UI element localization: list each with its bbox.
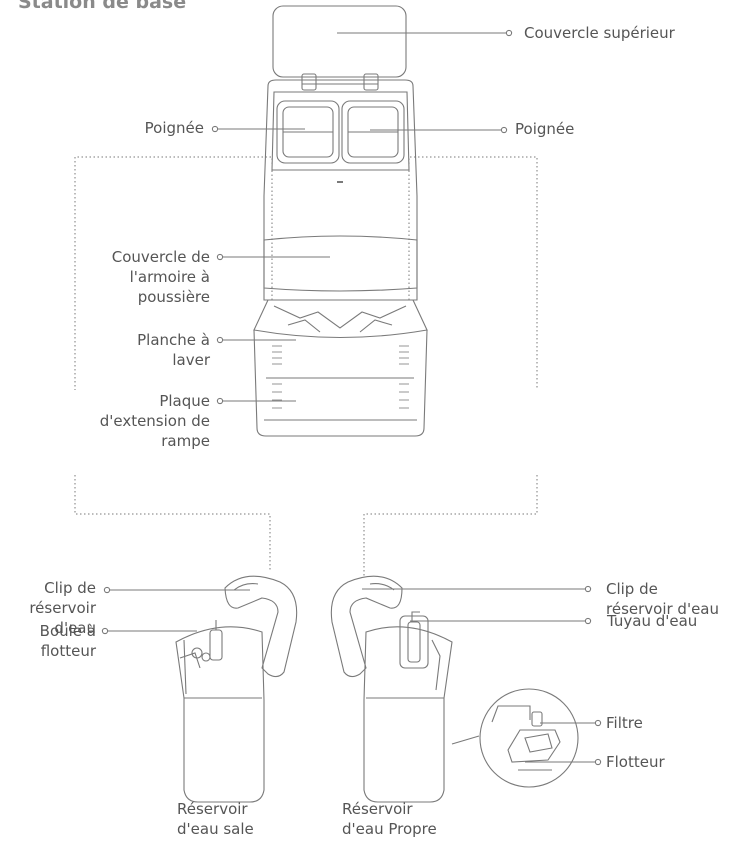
label-dirty-tank: Réservoir d'eau sale: [177, 799, 254, 839]
label-wash-board-line1: Planche à: [137, 331, 210, 349]
label-handle-right: Poignée: [515, 120, 575, 138]
label-clip-left-line3: d'eau: [54, 619, 96, 637]
ramp-plate-shape: [253, 329, 428, 437]
label-clip-right-line2: réservoir d'eau: [606, 600, 720, 618]
clean-tank-illustration: [330, 575, 453, 803]
label-float-ball: Boule à flotteur: [0, 621, 96, 661]
label-float-ball-line2: flotteur: [40, 642, 96, 660]
dotted-connector-right: [408, 156, 538, 390]
label-top-lid: Couvercle supérieur: [524, 24, 675, 42]
label-ramp-plate-line3: rampe: [161, 432, 210, 450]
label-clip-left-line2: réservoir: [29, 599, 96, 617]
hinge-left: [301, 73, 317, 91]
hinge-right: [363, 73, 379, 91]
top-lid-shape: [272, 5, 407, 78]
label-dirty-tank-line2: d'eau sale: [177, 820, 254, 838]
tower-body: [263, 79, 418, 301]
label-ramp-plate-line1: Plaque: [159, 392, 210, 410]
label-clean-tank: Réservoir d'eau Propre: [342, 799, 437, 839]
dust-lid-shape: [263, 235, 418, 292]
base-station-illustration: [253, 5, 428, 437]
label-clean-tank-line1: Réservoir: [342, 800, 413, 818]
label-water-pipe: Tuyau d'eau: [607, 612, 698, 630]
leader-lines: [101, 29, 602, 766]
label-wash-board-line2: laver: [172, 351, 210, 369]
label-handle-left: Poignée: [144, 119, 204, 137]
detail-magnifier: [451, 688, 579, 788]
label-clip-right-line1: Clip de: [606, 580, 658, 598]
dotted-connector-left: [74, 156, 273, 390]
label-clip-right: Clip de réservoir d'eau: [606, 579, 719, 619]
label-float-ball-line1: Boule à: [39, 622, 96, 640]
label-dirty-tank-line1: Réservoir: [177, 800, 248, 818]
diagram-title: Station de base: [18, 0, 187, 13]
label-ramp-plate-line2: d'extension de: [99, 412, 210, 430]
dirty-tank-illustration: [175, 575, 298, 803]
label-clip-left: Clip de réservoir d'eau: [0, 578, 96, 638]
handle-right-shape: [341, 100, 405, 164]
label-dust-lid-line2: l'armoire à: [129, 268, 210, 286]
label-wash-board: Planche à laver: [60, 330, 210, 370]
label-clean-tank-line2: d'eau Propre: [342, 820, 437, 838]
label-filter: Filtre: [606, 714, 643, 732]
label-float: Flotteur: [606, 753, 665, 771]
handle-left-shape: [276, 100, 340, 164]
dotted-connector-left-bottom: [74, 475, 271, 572]
label-dust-lid-line1: Couvercle de: [111, 248, 210, 266]
label-clip-left-line1: Clip de: [44, 579, 96, 597]
label-ramp-plate: Plaque d'extension de rampe: [60, 391, 210, 451]
label-dust-lid-line3: poussière: [137, 288, 210, 306]
dotted-connector-right-bottom: [363, 475, 538, 576]
wash-board-shape: [253, 299, 428, 339]
label-dust-lid: Couvercle de l'armoire à poussière: [60, 247, 210, 307]
